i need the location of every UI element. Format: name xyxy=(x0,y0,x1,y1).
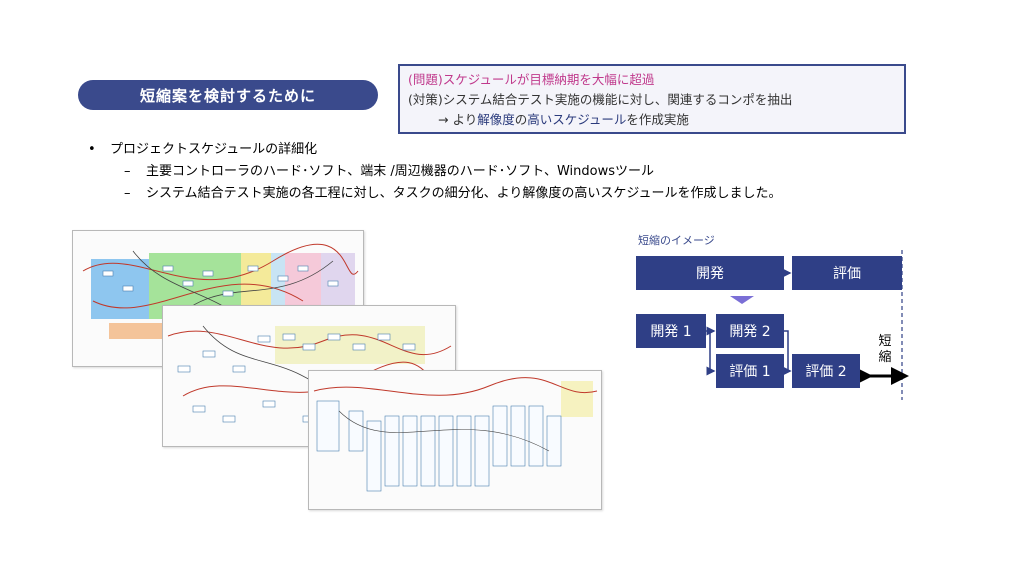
bullet-dash: – xyxy=(124,186,131,201)
bullet-sub-2-text: システム結合テスト実施の各工程に対し、タスクの細分化、より解像度の高いスケジュー… xyxy=(146,186,782,201)
result-suffix: を作成実施 xyxy=(626,112,689,127)
block-dev: 開発 xyxy=(636,256,784,290)
shorten-diagram-connectors xyxy=(706,250,909,400)
result-mid: の xyxy=(514,112,528,127)
result-arrow: → xyxy=(438,112,449,127)
schedule-screenshot-3 xyxy=(308,370,602,510)
problem-line: (問題)スケジュールが目標納期を大幅に超過 xyxy=(408,72,655,87)
result-prefix: より xyxy=(452,112,478,127)
slide-title-pill: 短縮案を検討するために xyxy=(78,80,378,110)
block-dev-1: 開発 1 xyxy=(636,314,706,348)
problem-box: (問題)スケジュールが目標納期を大幅に超過 (対策)システム結合テスト実施の機能… xyxy=(398,64,906,134)
block-dev-2: 開発 2 xyxy=(716,314,784,348)
result-emph-resolution: 解像度 xyxy=(477,112,515,127)
shorten-label: 短縮 xyxy=(878,334,892,365)
bullet-main-text: プロジェクトスケジュールの詳細化 xyxy=(110,142,318,157)
result-emph-schedule: 高いスケジュール xyxy=(527,112,627,127)
block-eval-1: 評価 1 xyxy=(716,354,784,388)
bullet-dot: • xyxy=(88,142,96,157)
schedule-network-image-3 xyxy=(313,377,598,492)
bullet-main: • プロジェクトスケジュールの詳細化 xyxy=(88,138,317,157)
measure-line: (対策)システム結合テスト実施の機能に対し、関連するコンポを抽出 xyxy=(408,92,793,107)
bullet-sub-1: –主要コントローラのハード･ソフト、端末 /周辺機器のハード･ソフト、Windo… xyxy=(124,160,654,179)
diagram-caption: 短縮のイメージ xyxy=(638,234,715,247)
bullet-sub-1-text: 主要コントローラのハード･ソフト、端末 /周辺機器のハード･ソフト、Window… xyxy=(146,164,655,179)
slide-title: 短縮案を検討するために xyxy=(139,86,316,105)
block-eval: 評価 xyxy=(792,256,902,290)
bullet-dash: – xyxy=(124,164,131,179)
block-eval-2: 評価 2 xyxy=(792,354,860,388)
bullet-sub-2: –システム結合テスト実施の各工程に対し、タスクの細分化、より解像度の高いスケジュ… xyxy=(124,182,781,201)
result-line: → より解像度の高いスケジュールを作成実施 xyxy=(408,110,896,130)
